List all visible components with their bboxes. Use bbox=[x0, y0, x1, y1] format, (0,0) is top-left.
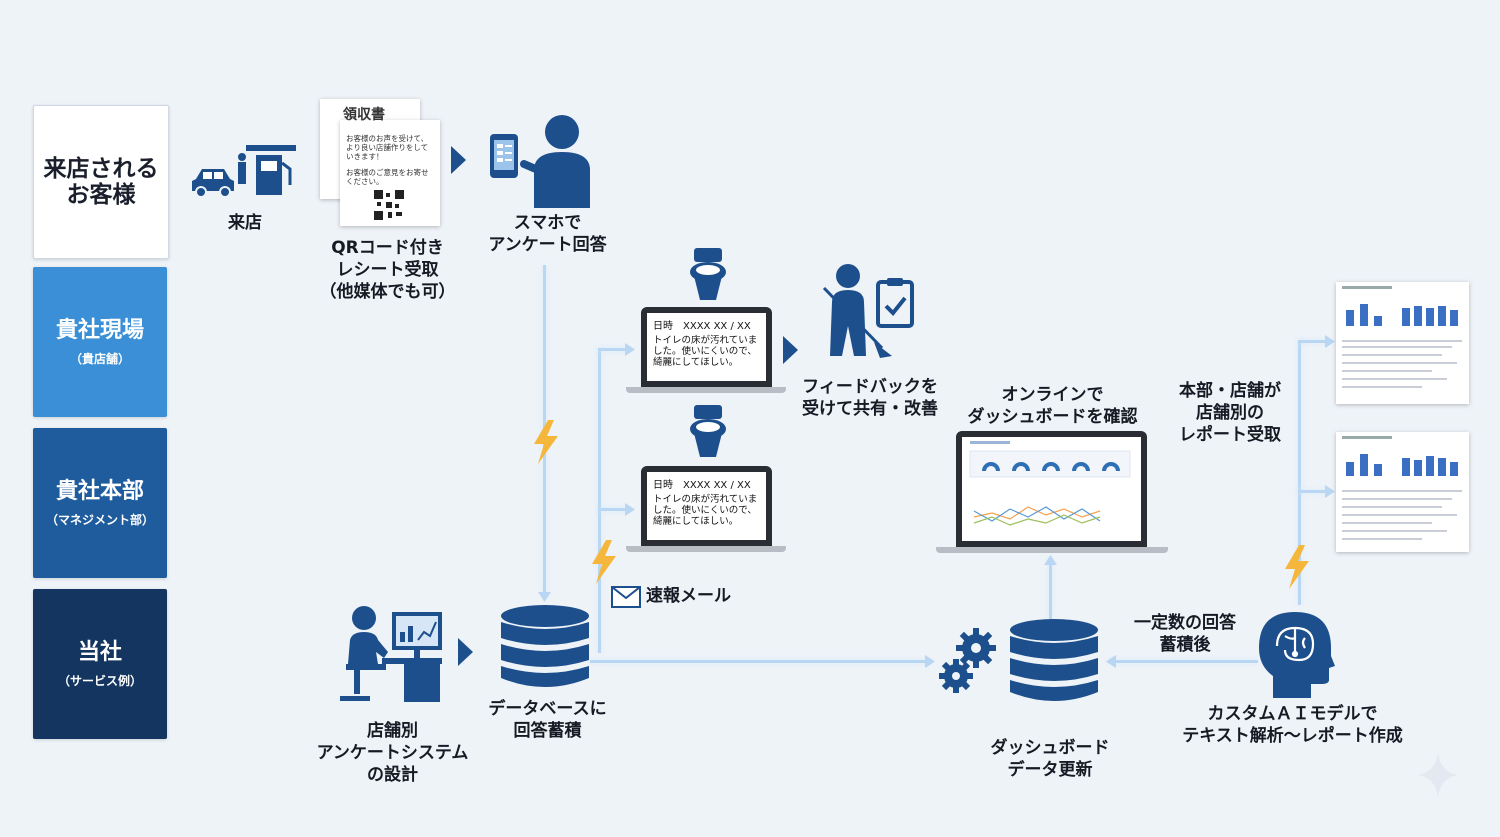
clipboard-icon bbox=[876, 278, 914, 328]
receipt-text: お客様のご意見をお寄せください。 bbox=[346, 168, 429, 186]
step-feedback-label: フィードバックを 受けて共有・改善 bbox=[802, 377, 938, 419]
report-icon bbox=[1336, 282, 1469, 404]
email-label: 速報メール bbox=[646, 586, 731, 606]
step-online-label: オンラインで ダッシュボードを確認 bbox=[967, 385, 1138, 427]
laptop-base bbox=[936, 547, 1168, 553]
lane-site: 貴社現場 （貴店舗） bbox=[33, 267, 167, 417]
receipt-text: お客様のお声を受けて、より良い店舗作りをしていきます！ bbox=[346, 134, 429, 161]
lane-customer: 来店される お客様 bbox=[33, 105, 169, 259]
step-design-label: 店舗別 アンケートシステム の設計 bbox=[316, 721, 469, 785]
step-smartphone-label: スマホで アンケート回答 bbox=[488, 213, 607, 255]
notification-date: 日時 XXXX XX / XX bbox=[653, 321, 751, 332]
cleaner-icon bbox=[822, 264, 892, 358]
ai-head-icon bbox=[1259, 612, 1335, 698]
gears-icon bbox=[939, 628, 996, 693]
lane-us: 当社 （サービス例） bbox=[33, 589, 167, 739]
dashboard-laptop bbox=[956, 431, 1147, 547]
lane-subtitle: （貴店舗） bbox=[69, 351, 130, 366]
lane-title: 貴社現場 bbox=[55, 317, 144, 343]
laptop-base bbox=[626, 546, 786, 552]
dashboard-screen bbox=[962, 437, 1141, 541]
lane-title: 貴社本部 bbox=[55, 478, 144, 504]
flow-line bbox=[598, 348, 628, 351]
notification-message: トイレの床が汚れていました。使いにくいので、綺麗にしてほしい。 bbox=[653, 494, 758, 527]
mail-icon bbox=[611, 586, 641, 608]
receipt: お客様のお声を受けて、より良い店舗作りをしていきます！ お客様のご意見をお寄せく… bbox=[340, 120, 440, 226]
notification-laptop: 日時 XXXX XX / XX トイレの床が汚れていました。使いにくいので、綺麗… bbox=[641, 307, 772, 387]
flow-line bbox=[590, 660, 930, 663]
smartphone-icon bbox=[490, 134, 518, 178]
database-icon bbox=[501, 605, 589, 687]
lane-title: 当社 bbox=[77, 639, 122, 665]
person-icon bbox=[520, 115, 590, 208]
lightning-icon bbox=[534, 420, 558, 464]
lightning-icon bbox=[592, 540, 616, 584]
toilet-icon bbox=[690, 405, 726, 457]
notification-laptop: 日時 XXXX XX / XX トイレの床が汚れていました。使いにくいので、綺麗… bbox=[641, 466, 772, 546]
qr-code-icon bbox=[374, 190, 404, 220]
flow-line bbox=[1298, 490, 1328, 493]
lane-subtitle: （サービス例） bbox=[57, 673, 142, 688]
sparkle-icon bbox=[1418, 752, 1458, 798]
report-icon bbox=[1336, 432, 1469, 552]
database-icon bbox=[1010, 619, 1098, 701]
receipt-title: 領収書 bbox=[343, 107, 385, 123]
notification-message: トイレの床が汚れていました。使いにくいので、綺麗にしてほしい。 bbox=[653, 335, 758, 368]
flow-line bbox=[598, 508, 628, 511]
laptop-base bbox=[626, 387, 786, 393]
car-icon bbox=[192, 169, 234, 198]
step-receipt-label: QRコード付き レシート受取 （他媒体でも可） bbox=[319, 238, 456, 302]
lane-hq: 貴社本部 （マネジメント部） bbox=[33, 428, 167, 578]
office-worker-icon bbox=[340, 606, 442, 702]
lane-subtitle: （マネジメント部） bbox=[45, 512, 154, 527]
notification-date: 日時 XXXX XX / XX bbox=[653, 480, 751, 491]
step-visit-label: 来店 bbox=[228, 213, 262, 233]
flow-line bbox=[1049, 560, 1052, 620]
lightning-icon bbox=[1285, 545, 1309, 589]
flow-line bbox=[598, 348, 601, 653]
gas-pump-icon bbox=[238, 145, 296, 195]
flow-line bbox=[1108, 660, 1258, 663]
lane-title: 来店される お客様 bbox=[43, 156, 159, 208]
step-ai-label: カスタムＡＩモデルで テキスト解析〜レポート作成 bbox=[1182, 704, 1403, 746]
toilet-icon bbox=[690, 248, 726, 300]
step-database-label: データベースに 回答蓄積 bbox=[488, 699, 607, 741]
flow-line bbox=[1298, 340, 1301, 605]
step-dashboard-update-label: ダッシュボード データ更新 bbox=[990, 738, 1110, 780]
accumulate-label: 一定数の回答 蓄積後 bbox=[1134, 613, 1236, 655]
flow-line bbox=[1298, 340, 1328, 343]
step-reports-label: 本部・店舗が 店舗別の レポート受取 bbox=[1179, 381, 1281, 445]
